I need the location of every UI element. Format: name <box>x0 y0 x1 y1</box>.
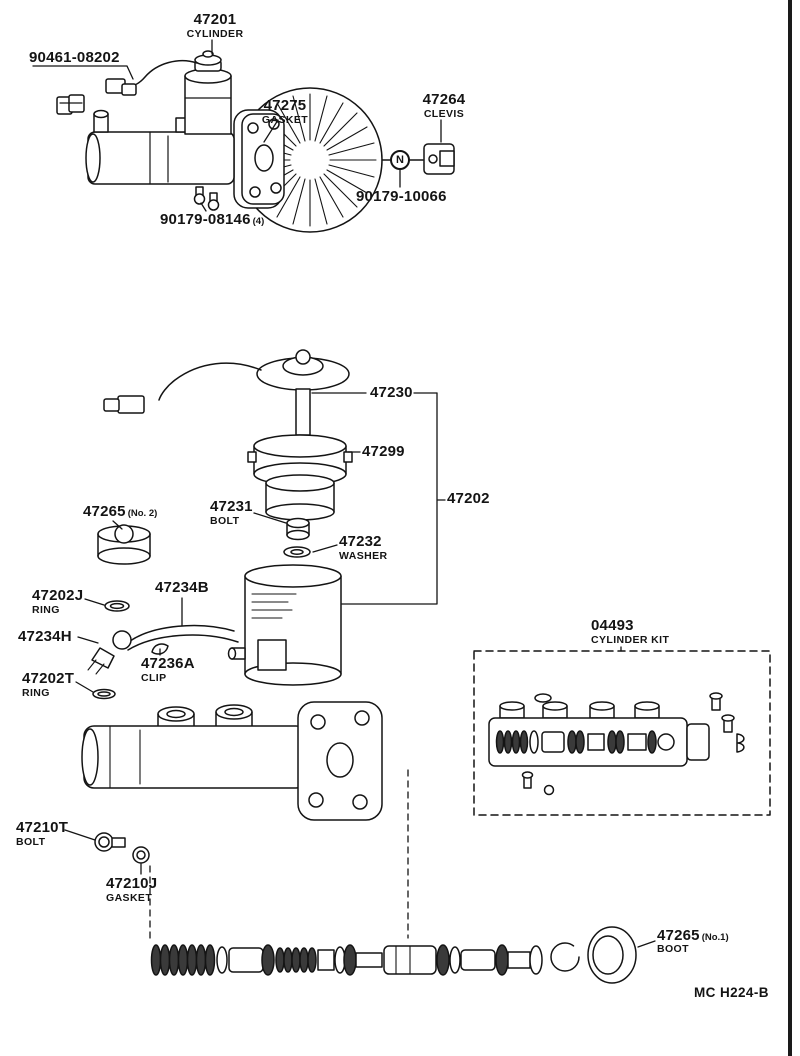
part-label-47265-no1: 47265 (No.1) BOOT <box>657 928 729 955</box>
boot-no1-illustration <box>587 926 637 984</box>
washer-47232-illustration <box>283 546 311 558</box>
part-desc: WASHER <box>339 549 388 562</box>
page-edge-line <box>788 0 792 1056</box>
part-number: 47264 <box>422 91 466 108</box>
reservoir-top-illustration <box>184 50 232 135</box>
part-label-47264: 47264 CLEVIS <box>417 92 471 120</box>
part-number: 04493 <box>591 617 634 634</box>
part-label-47210t: 47210T BOLT <box>16 820 68 848</box>
part-number: 47202T <box>22 670 75 687</box>
part-desc: BOLT <box>16 835 46 848</box>
part-label-47202j: 47202J RING <box>32 588 83 616</box>
part-label-04493: 04493 CYLINDER KIT <box>591 618 669 646</box>
master-cylinder-lower-illustration <box>81 701 383 821</box>
part-label-47275: 47275 GASKET <box>254 98 316 126</box>
part-number: 90179-08146 <box>160 211 251 228</box>
gasket-47210j-illustration <box>132 846 150 864</box>
part-desc: GASKET <box>261 113 309 126</box>
master-cylinder-top-illustration <box>85 109 235 185</box>
part-number: 47201 <box>193 11 237 28</box>
gasket-flange-illustration <box>233 109 285 209</box>
part-number: 47299 <box>362 443 405 460</box>
part-qty: (4) <box>252 216 265 227</box>
filter-illustration <box>265 474 335 521</box>
cylinder-kit-parts-illustration <box>495 692 745 796</box>
wire-clamp-illustration <box>56 94 85 115</box>
part-number: 47230 <box>370 384 413 401</box>
cylinder-kit-box <box>473 650 771 816</box>
part-desc: RING <box>22 686 50 699</box>
part-desc: CLIP <box>141 671 167 684</box>
part-number: 47231 <box>210 498 253 515</box>
tube-47234b-illustration <box>87 624 239 675</box>
part-number: 47210J <box>106 875 158 892</box>
bolt-47231-illustration <box>286 517 310 541</box>
part-variant: (No. 2) <box>127 508 158 519</box>
part-desc: CLEVIS <box>423 107 465 120</box>
leader-lines <box>32 39 656 948</box>
part-variant: (No.1) <box>701 932 729 943</box>
part-label-90179-10066: 90179-10066 <box>356 189 447 206</box>
part-number: 47210T <box>16 819 69 836</box>
bolt-47210t-illustration <box>94 832 126 852</box>
part-number: 47265 <box>83 503 126 520</box>
piston-assembly-illustration <box>150 942 580 976</box>
part-number: 47236A <box>141 655 195 672</box>
reservoir-tank-illustration <box>227 564 342 686</box>
part-number: 47275 <box>263 97 307 114</box>
ring-47202t-illustration <box>92 688 116 700</box>
part-label-47236a: 47236A CLIP <box>141 656 195 684</box>
part-label-47202: 47202 <box>447 491 490 508</box>
nut-callout-letter: N <box>396 154 404 166</box>
ring-47202j-illustration <box>104 600 130 612</box>
part-label-90179-08146: 90179-08146 (4) <box>160 212 264 228</box>
clevis-illustration <box>423 143 455 175</box>
part-label-47234b: 47234B <box>155 580 209 597</box>
part-label-47265-no2: 47265 (No. 2) <box>83 504 157 520</box>
part-label-90461-08202: 90461-08202 <box>29 50 120 67</box>
part-number: 47234B <box>155 579 209 596</box>
part-label-47201: 47201 CYLINDER <box>180 12 250 40</box>
part-number: 47202J <box>32 587 84 604</box>
part-number: 90179-10066 <box>356 188 447 205</box>
grommet-no2-illustration <box>97 524 151 565</box>
part-desc: BOLT <box>210 514 240 527</box>
part-desc: BOOT <box>657 942 689 955</box>
wire-connector-illustration <box>105 59 198 96</box>
part-label-47230: 47230 <box>370 385 413 402</box>
part-desc: GASKET <box>106 891 153 904</box>
dashed-reference-lines <box>149 769 409 943</box>
page-code: MC H224-B <box>694 985 769 1000</box>
mount-bolts-illustration <box>193 186 220 211</box>
part-label-47210j: 47210J GASKET <box>106 876 157 904</box>
part-desc: CYLINDER <box>186 27 244 40</box>
part-label-47202t: 47202T RING <box>22 671 74 699</box>
part-desc: RING <box>32 603 60 616</box>
part-label-47299: 47299 <box>362 444 405 461</box>
part-number: 47202 <box>447 490 490 507</box>
part-number: 47234H <box>18 628 72 645</box>
part-label-47231: 47231 BOLT <box>210 499 253 527</box>
part-label-47234h: 47234H <box>18 629 72 646</box>
float-cap-illustration <box>103 349 350 436</box>
nut-callout-marker: N <box>390 150 410 170</box>
part-number: 90461-08202 <box>29 49 120 66</box>
part-label-47232: 47232 WASHER <box>339 534 388 562</box>
part-desc: CYLINDER KIT <box>591 633 670 646</box>
part-number: 47265 <box>657 927 700 944</box>
part-number: 47232 <box>339 533 382 550</box>
